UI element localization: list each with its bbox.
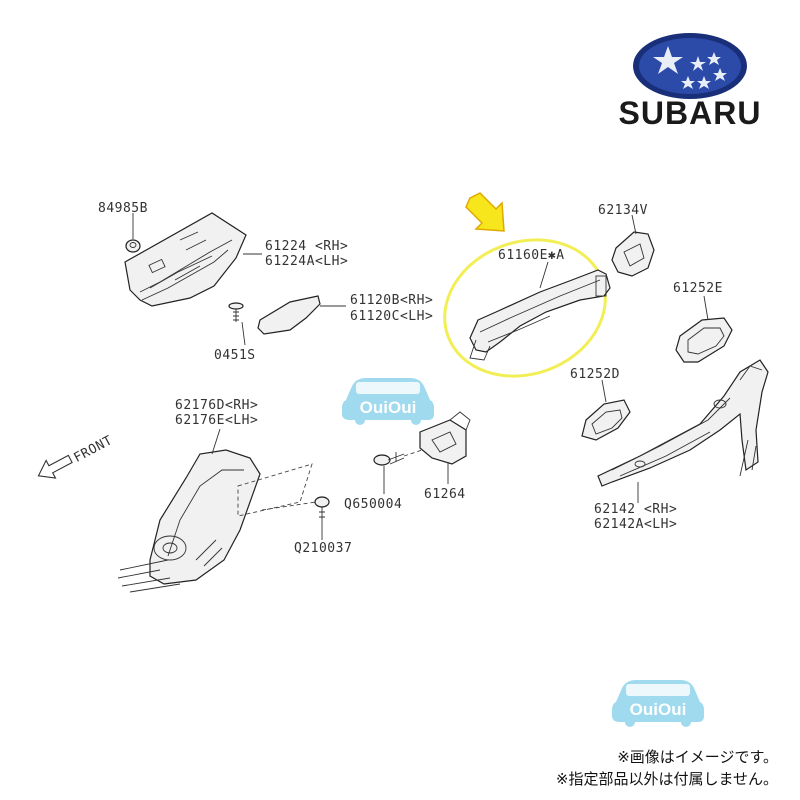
part-61252e-gasket <box>675 317 733 363</box>
label-61252d: 61252D <box>570 367 620 382</box>
label-61224-rh: 61224 <RH> <box>265 239 348 254</box>
highlight-arrow <box>465 192 505 232</box>
label-61224a-lh: 61224A<LH> <box>265 254 348 269</box>
part-q650004-bolt <box>373 452 405 466</box>
part-84985b-clip <box>125 239 141 253</box>
part-62176d-latch <box>117 449 261 593</box>
label-61120b-rh: 61120B<RH> <box>350 293 433 308</box>
part-62134v-bracket <box>611 231 655 277</box>
label-62134v: 62134V <box>598 203 648 218</box>
front-label: FRONT <box>71 433 115 466</box>
label-84985b: 84985B <box>98 201 148 216</box>
watermark-top: OuiOui <box>342 378 434 425</box>
label-61120c-lh: 61120C<LH> <box>350 309 433 324</box>
label-62176e-lh: 62176E<LH> <box>175 413 258 428</box>
part-61252d-gasket <box>581 399 631 441</box>
label-62142a-lh: 62142A<LH> <box>594 517 677 532</box>
label-61264: 61264 <box>424 487 466 502</box>
subaru-emblem-stars <box>653 46 727 89</box>
highlighted-outer-handle <box>443 192 611 378</box>
front-direction-arrow: FRONT <box>37 433 115 479</box>
label-62142-rh: 62142 <RH> <box>594 502 677 517</box>
part-61224-inner-bezel <box>124 212 247 307</box>
part-0451s-screw <box>228 302 244 322</box>
part-q210037-screw <box>314 496 330 524</box>
watermark-bottom-text: OuiOui <box>630 700 687 719</box>
label-q650004: Q650004 <box>344 497 402 512</box>
subaru-logo: SUBARU <box>619 33 762 131</box>
label-61160e-a: 61160E✱A <box>498 248 565 263</box>
label-62176d-rh: 62176D<RH> <box>175 398 258 413</box>
label-q210037: Q210037 <box>294 541 352 556</box>
label-61252e: 61252E <box>673 281 723 296</box>
disclaimer-image-only: ※画像はイメージです。 <box>617 748 778 766</box>
label-0451s: 0451S <box>214 348 256 363</box>
part-61264-striker <box>419 411 471 465</box>
watermark-top-text: OuiOui <box>360 398 417 417</box>
part-61160e-outer-handle <box>469 269 611 361</box>
part-62142-handle-frame <box>597 359 769 487</box>
subaru-wordmark: SUBARU <box>619 95 762 131</box>
part-61120b-cover <box>257 295 321 335</box>
watermark-bottom: OuiOui <box>612 680 704 727</box>
disclaimer-parts-not-included: ※指定部品以外は付属しません。 <box>555 770 778 788</box>
